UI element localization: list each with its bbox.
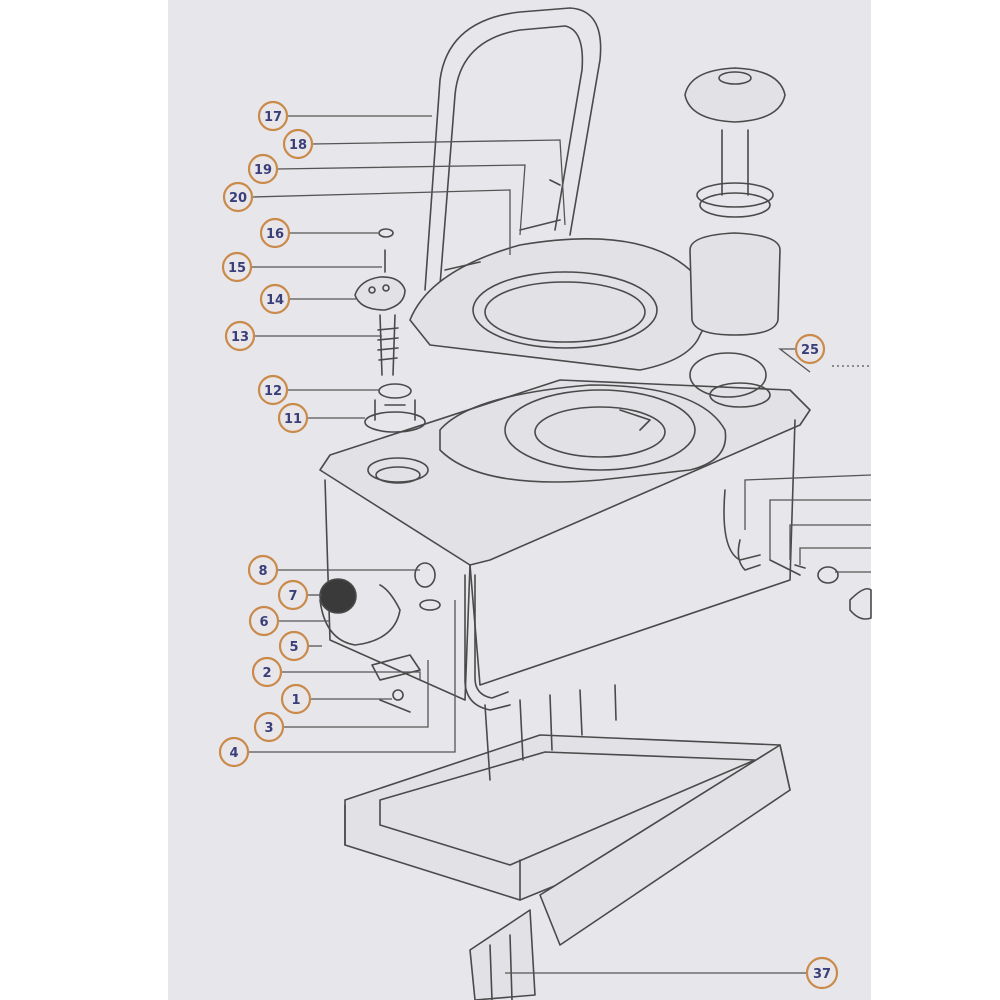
callout-5: 5	[278, 630, 310, 662]
callout-ring	[280, 683, 312, 715]
callout-2: 2	[251, 656, 283, 688]
bowl	[439, 384, 727, 483]
svg-text:20: 20	[229, 191, 247, 206]
leg	[469, 909, 536, 1000]
callout-8: 8	[247, 554, 279, 586]
callout-ring	[221, 251, 253, 283]
body-top	[319, 379, 811, 566]
svg-text:6: 6	[259, 615, 268, 630]
callout-13: 13	[224, 320, 256, 352]
svg-text:11: 11	[284, 412, 302, 427]
callout-16: 16	[259, 217, 291, 249]
callout-ring	[277, 579, 309, 611]
leader-lines	[248, 115, 872, 974]
sponge	[319, 578, 357, 614]
callout-7: 7	[277, 579, 309, 611]
callout-19: 19	[247, 153, 279, 185]
o-ring	[689, 352, 767, 398]
callout-6: 6	[248, 605, 280, 637]
callout-18: 18	[282, 128, 314, 160]
pump-knob	[354, 276, 406, 311]
cap	[684, 67, 786, 123]
svg-text:18: 18	[289, 138, 307, 153]
callout-ring	[277, 402, 309, 434]
svg-text:4: 4	[229, 746, 238, 761]
callout-ring	[259, 217, 291, 249]
callout-ring	[278, 630, 310, 662]
callout-3: 3	[253, 711, 285, 743]
seat-lid	[424, 7, 602, 291]
callout-ring	[248, 605, 280, 637]
callout-ring	[282, 128, 314, 160]
callout-ring	[805, 956, 839, 990]
callout-ring	[794, 333, 826, 365]
callout-1: 1	[280, 683, 312, 715]
callout-ring	[251, 656, 283, 688]
callout-12: 12	[257, 374, 289, 406]
callout-ring	[257, 374, 289, 406]
svg-text:12: 12	[264, 384, 282, 399]
svg-text:8: 8	[258, 564, 267, 579]
callout-ring	[218, 736, 250, 768]
svg-text:37: 37	[813, 967, 831, 982]
body-side-left	[324, 479, 471, 701]
callout-25: 25	[794, 333, 826, 365]
container	[689, 232, 781, 336]
svg-text:14: 14	[266, 293, 284, 308]
svg-text:5: 5	[289, 640, 298, 655]
toilet-drawing	[319, 7, 872, 1000]
callout-11: 11	[277, 402, 309, 434]
callout-14: 14	[259, 283, 291, 315]
svg-text:3: 3	[264, 721, 273, 736]
svg-text:19: 19	[254, 163, 272, 178]
svg-text:17: 17	[264, 110, 282, 125]
callout-ring	[247, 554, 279, 586]
svg-text:1: 1	[291, 693, 300, 708]
callout-ring	[253, 711, 285, 743]
callout-ring	[259, 283, 291, 315]
callout-4: 4	[218, 736, 250, 768]
svg-text:15: 15	[228, 261, 246, 276]
callout-37: 37	[805, 956, 839, 990]
callout-ring	[224, 320, 256, 352]
callout-ring	[247, 153, 279, 185]
svg-text:13: 13	[231, 330, 249, 345]
callout-ring	[222, 181, 254, 213]
callout-20: 20	[222, 181, 254, 213]
svg-text:16: 16	[266, 227, 284, 242]
svg-text:2: 2	[262, 666, 271, 681]
seat-ring	[409, 238, 709, 371]
callout-17: 17	[257, 100, 289, 132]
svg-text:7: 7	[288, 589, 297, 604]
callout-ring	[257, 100, 289, 132]
svg-text:25: 25	[801, 343, 819, 358]
callout-15: 15	[221, 251, 253, 283]
